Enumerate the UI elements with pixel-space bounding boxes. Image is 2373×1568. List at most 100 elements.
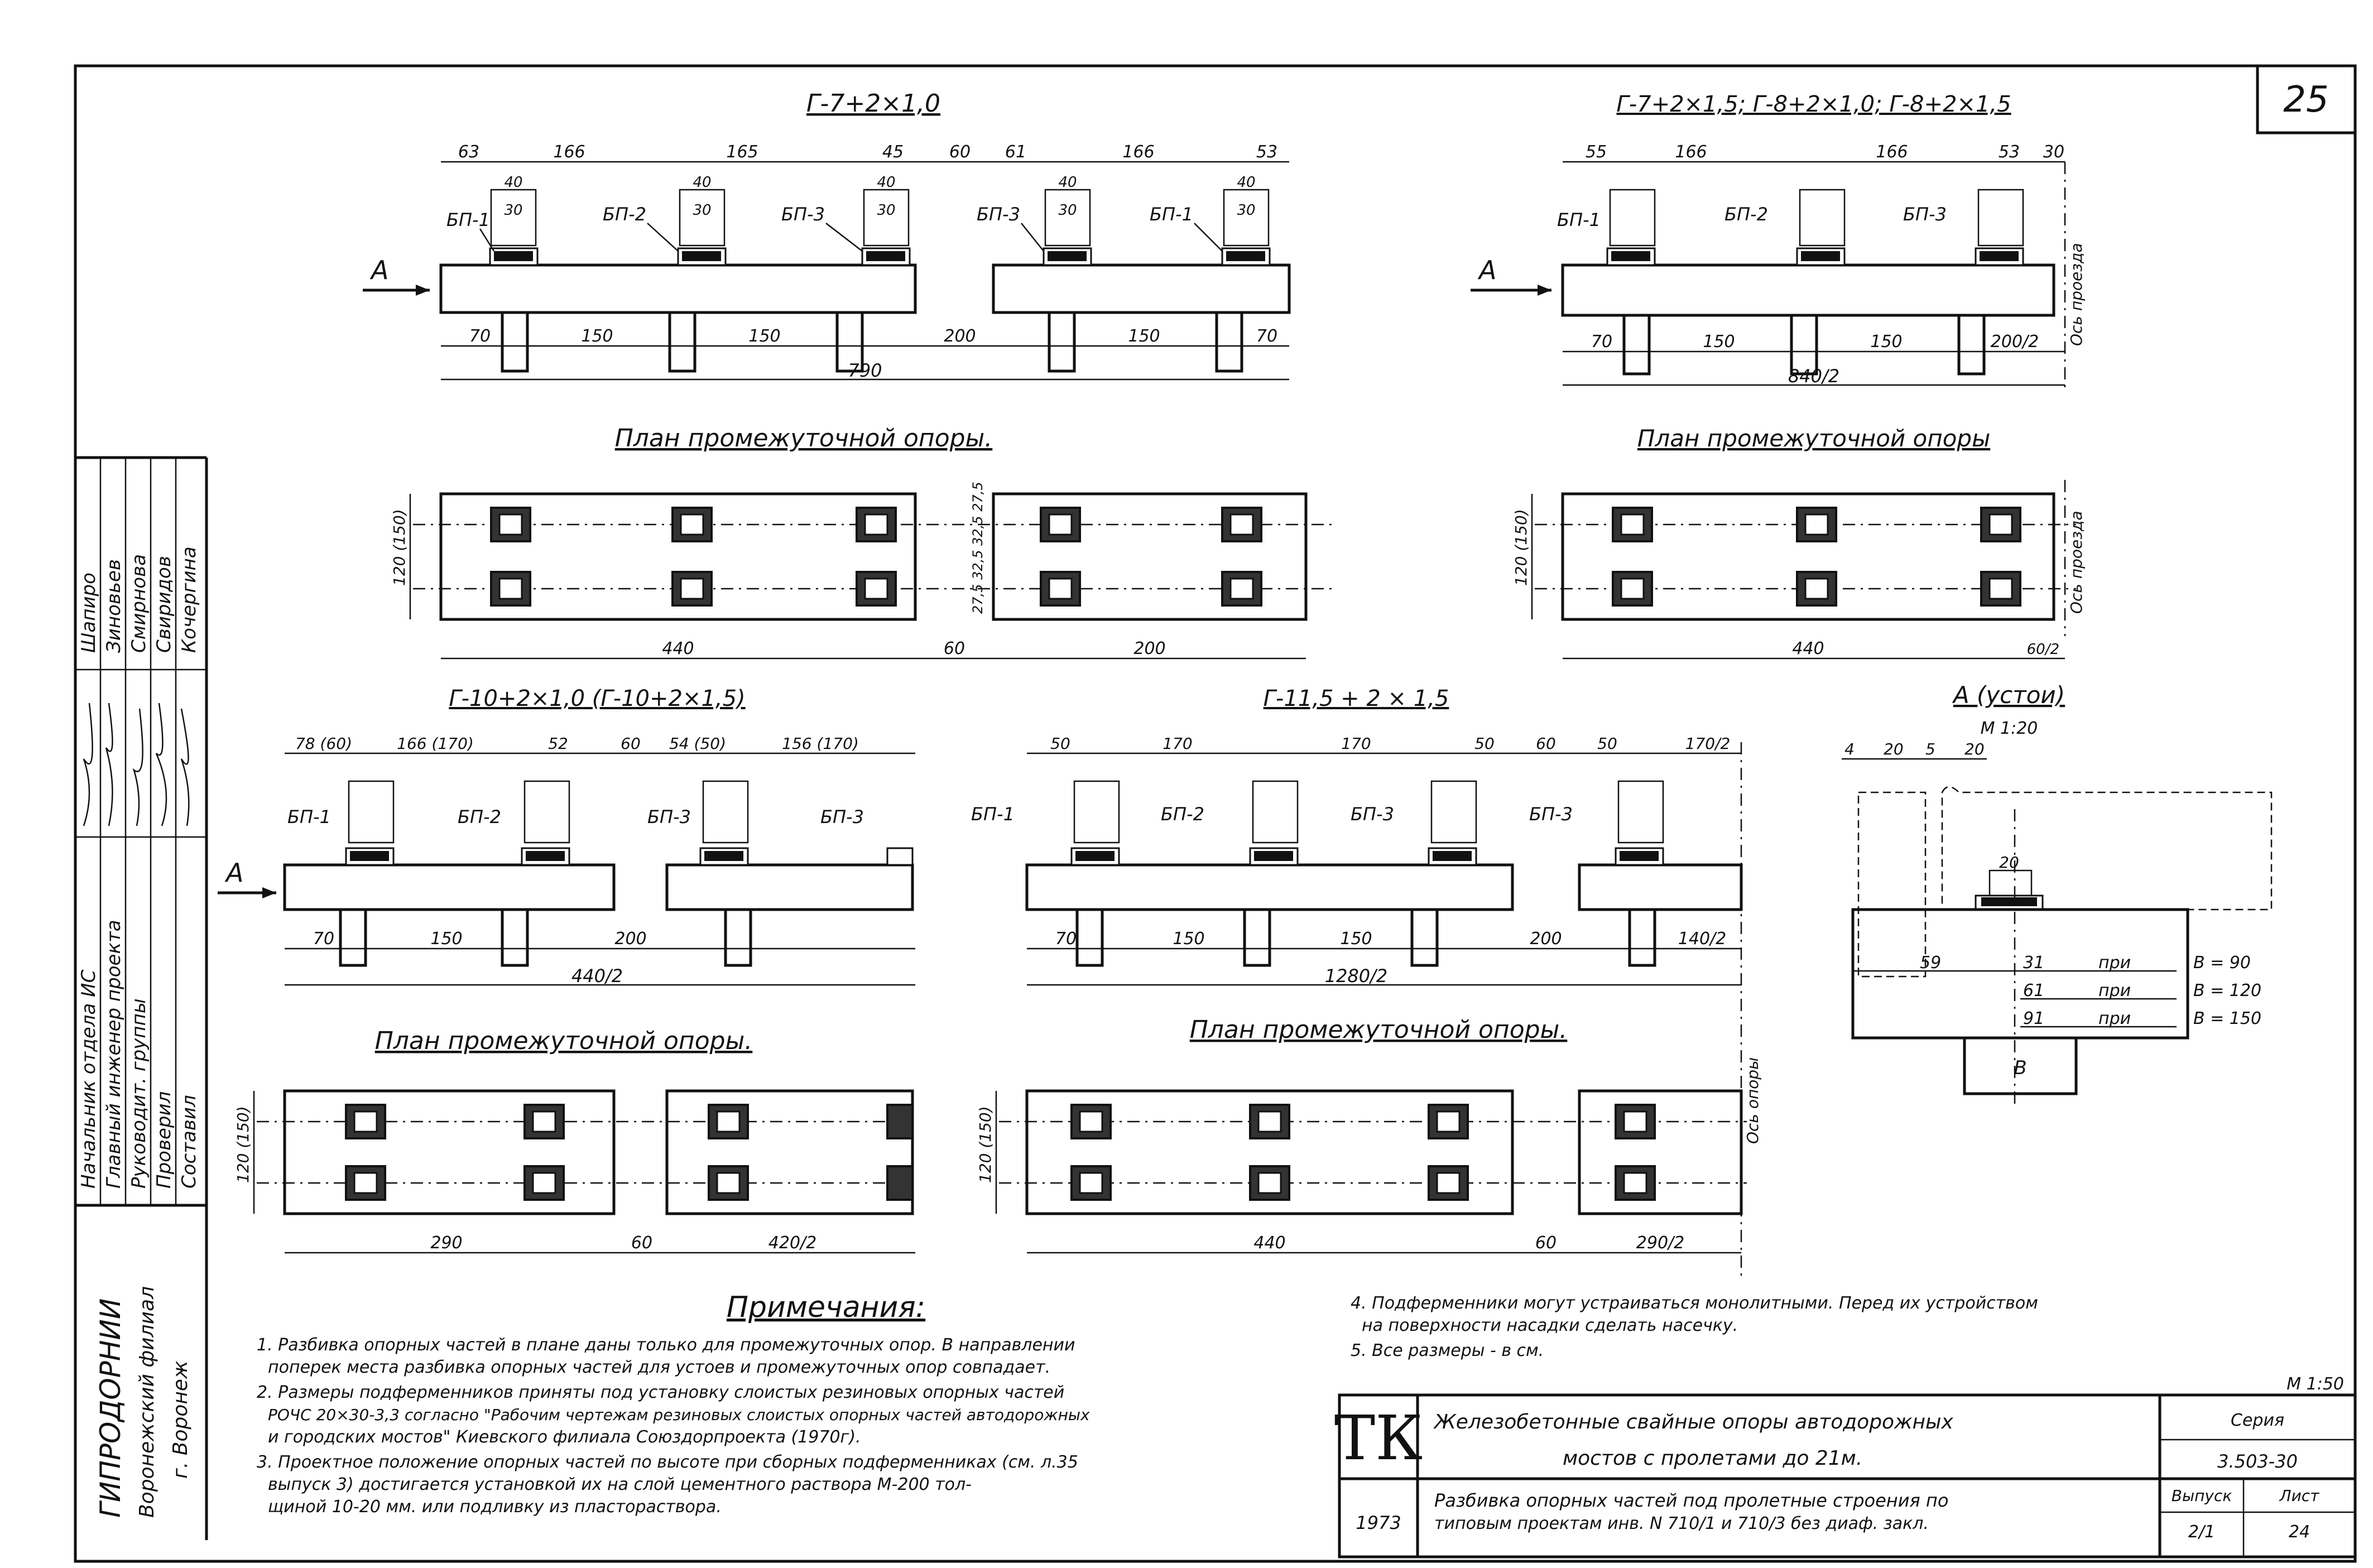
grp-b2: 150: [1703, 332, 1735, 352]
label-g7-bp3: БП-3: [781, 204, 825, 225]
sheet-number-box: [2256, 64, 2357, 134]
grp-dim-4: 53: [1999, 142, 2020, 162]
plan-title-g7: План промежуточной опоры.: [615, 424, 993, 453]
g10-d1: 78 (60): [295, 734, 352, 753]
stamp-role-4: Проверил: [153, 1091, 175, 1189]
a-row1-d: В = 90: [2193, 953, 2251, 973]
stamp-role-2: Главный инженер проекта: [103, 920, 125, 1189]
grp-bp2: БП-2: [1724, 204, 1768, 225]
a-row1-b: 31: [2023, 953, 2044, 973]
signature-1: [83, 703, 93, 826]
dim-g7-3: 165: [726, 142, 758, 162]
a-d1: 4: [1844, 740, 1855, 758]
grp-dim-1: 55: [1586, 142, 1607, 162]
plan-g115: План промежуточной опоры. 120 (150) 440 …: [976, 1016, 1747, 1254]
dim-g7-5: 60: [949, 142, 971, 162]
note-3c: щиной 10-20 мм. или подливку из пластора…: [268, 1497, 722, 1517]
g10-bp1: БП-1: [287, 806, 331, 828]
tb-series: 3.503-30: [2217, 1451, 2298, 1472]
a-d3: 5: [1925, 740, 1935, 758]
sub-g7-2: 30: [504, 202, 522, 219]
sub-g7-1: 40: [504, 174, 522, 191]
tb-scale: М 1:50: [2286, 1374, 2344, 1394]
g115-plan-height: 120 (150): [976, 1106, 995, 1183]
plan-title-grp: План промежуточной опоры: [1637, 425, 1990, 452]
g115-bp3: БП-3: [1351, 804, 1394, 825]
g115-b2: 150: [1173, 929, 1204, 949]
sub-g7-10: 30: [1237, 202, 1255, 219]
plan-title-g115: План промежуточной опоры.: [1190, 1016, 1568, 1044]
title-group: Г-7+2×1,5; Г-8+2×1,0; Г-8+2×1,5: [1616, 92, 2011, 117]
bdim-g7-3: 150: [748, 326, 780, 346]
elevation-group: Г-7+2×1,5; Г-8+2×1,0; Г-8+2×1,5 55 166 1…: [1471, 92, 2086, 391]
g115-total: 1280/2: [1325, 965, 1388, 987]
sub-g7-7: 40: [1058, 174, 1077, 191]
g115-b5: 140/2: [1678, 929, 1726, 949]
bdim-g7-1: 70: [469, 326, 491, 346]
tb-sheet-label: Лист: [2279, 1487, 2320, 1505]
label-g7-bp1: БП-1: [446, 209, 490, 230]
stamp-role-1: Начальник отдела ИС: [78, 969, 100, 1189]
a-row3-d: В = 150: [2193, 1009, 2261, 1028]
g10-b1: 70: [313, 929, 334, 949]
a-row2-b: 61: [2023, 981, 2044, 1001]
plan-group: План промежуточной опоры 120 (150) Ось п…: [1512, 425, 2086, 660]
stamp-role-3: Руководит. группы: [128, 998, 150, 1189]
g115-d6: 50: [1597, 734, 1617, 753]
left-stamp: Начальник отдела ИС Главный инженер прое…: [75, 456, 208, 1540]
a-row1-a: 59: [1920, 953, 1941, 973]
section-a-title: А (устои): [1952, 681, 2065, 709]
note-2a: 2. Размеры подферменников приняты под ус…: [257, 1383, 1064, 1402]
plan-title-g10: План промежуточной опоры.: [375, 1027, 753, 1055]
g115-axis: Ось опоры: [1743, 1057, 1762, 1144]
grp-dim-2: 166: [1675, 142, 1707, 162]
g10-bp2: БП-2: [458, 806, 501, 828]
signature-3: [132, 708, 143, 826]
grp-plan-height: 120 (150): [1512, 509, 1530, 586]
g10-d3: 52: [548, 734, 568, 753]
stamp-name-5: Кочергина: [178, 546, 200, 653]
title-block: М 1:50 ТК 1973 Железобетонные свайные оп…: [1334, 1374, 2357, 1559]
dim-g7-1: 63: [458, 142, 479, 162]
tb-title-2: мостов с пролетами до 21м.: [1563, 1447, 1862, 1470]
sub-g7-3: 40: [693, 174, 711, 191]
g10-total: 440/2: [571, 965, 623, 987]
total-g7: 790: [848, 360, 882, 381]
a-row1-c: при: [2098, 953, 2131, 973]
note-3a: 3. Проектное положение опорных частей по…: [257, 1452, 1078, 1472]
sub-g7-4: 30: [693, 202, 711, 219]
a-row2-d: В = 120: [2193, 981, 2261, 1001]
elevation-g7: Г-7+2×1,0 63 166 165 45 60 61 166 53 40 …: [363, 89, 1291, 381]
grp-bp1: БП-1: [1557, 209, 1601, 230]
plan-g7-height: 120 (150): [390, 509, 409, 586]
sub-g7-5: 40: [877, 174, 895, 191]
note-4a: 4. Подферменники могут устраиваться моно…: [1351, 1293, 2038, 1313]
g10-d2: 166 (170): [397, 734, 474, 753]
a-pad-dim: 20: [1999, 853, 2019, 872]
g115-b4: 200: [1530, 929, 1562, 949]
g115-plan-total: 440: [1253, 1233, 1285, 1253]
label-g7-bp2: БП-2: [603, 204, 646, 225]
stamp-org: ГИПРОДОРНИИ: [94, 1298, 127, 1518]
g10-bp3: БП-3: [647, 806, 691, 828]
grp-plan-gap: 60/2: [2027, 641, 2059, 658]
grp-b4: 200/2: [1991, 332, 2039, 352]
grp-axis: Ось проезда: [2067, 243, 2086, 346]
g115-d4: 50: [1474, 734, 1495, 753]
g10-b3: 200: [614, 929, 646, 949]
tb-sub-1: Разбивка опорных частей под пролетные ст…: [1434, 1490, 1948, 1511]
a-row3-c: при: [2098, 1009, 2131, 1028]
g10-d4: 60: [621, 734, 641, 753]
bdim-g7-5: 150: [1128, 326, 1160, 346]
a-row3-b: 91: [2023, 1009, 2044, 1028]
section-a: А (устои) М 1:20 4 20 5 20 20 В 59 31 пр…: [1842, 681, 2273, 1105]
g115-plan-right: 290/2: [1636, 1233, 1684, 1253]
g115-d1: 50: [1050, 734, 1070, 753]
g10-plan-right: 420/2: [768, 1233, 816, 1253]
tb-year: 1973: [1356, 1512, 1401, 1533]
a-row2-c: при: [2098, 981, 2131, 1001]
arrow-a-g10: А: [224, 858, 243, 888]
plan-g7-right: 200: [1133, 639, 1165, 658]
plan-g7-total: 440: [662, 639, 694, 658]
signature-4: [155, 703, 167, 826]
